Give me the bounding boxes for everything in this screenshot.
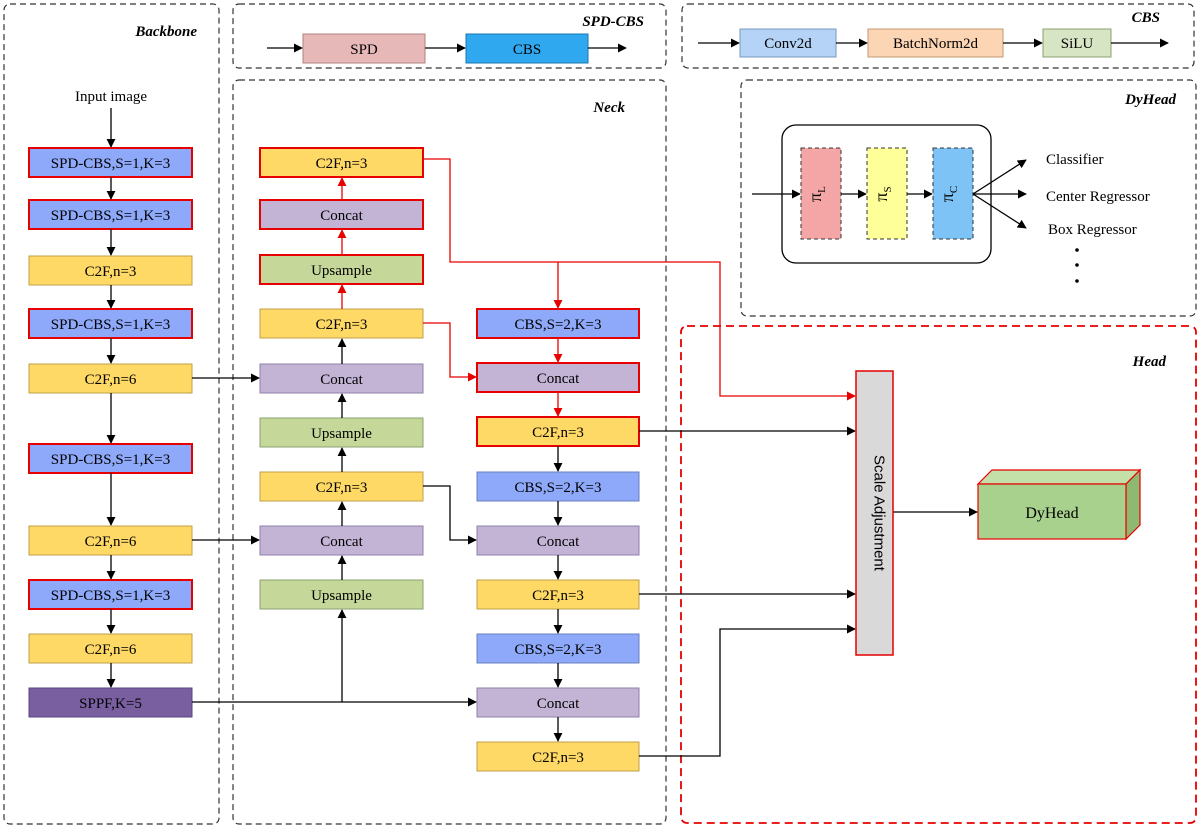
dyhead-output-arrows bbox=[972, 159, 1027, 229]
pi-c-block: πC bbox=[932, 147, 974, 240]
svg-text:BatchNorm2d: BatchNorm2d bbox=[893, 36, 978, 52]
neck-right-cbs-1: CBS,S=2,K=3 bbox=[476, 308, 640, 339]
svg-text:Concat: Concat bbox=[537, 371, 580, 387]
silu-block: SiLU bbox=[1042, 28, 1112, 58]
backbone-section bbox=[3, 3, 220, 825]
svg-text:CBS,S=2,K=3: CBS,S=2,K=3 bbox=[515, 642, 602, 658]
svg-text:Upsample: Upsample bbox=[311, 426, 372, 442]
backbone-block-1: SPD-CBS,S=1,K=3 bbox=[28, 147, 193, 178]
svg-text:SPPF,K=5: SPPF,K=5 bbox=[79, 696, 142, 712]
svg-text:Conv2d: Conv2d bbox=[764, 36, 812, 52]
spd-cbs-title: SPD-CBS bbox=[582, 14, 644, 30]
svg-text:SPD-CBS,S=1,K=3: SPD-CBS,S=1,K=3 bbox=[51, 156, 170, 172]
svg-text:C2F,n=6: C2F,n=6 bbox=[85, 372, 137, 388]
neck-right-c2f-3: C2F,n=3 bbox=[476, 741, 640, 772]
svg-text:Concat: Concat bbox=[320, 372, 363, 388]
svg-text:C2F,n=6: C2F,n=6 bbox=[85, 642, 137, 658]
neck-right-c2f-2: C2F,n=3 bbox=[476, 579, 640, 610]
backbone-title: Backbone bbox=[134, 24, 197, 40]
svg-text:πS: πS bbox=[871, 186, 894, 201]
spd-cbs-block: CBS bbox=[465, 33, 589, 64]
dyhead-section bbox=[740, 79, 1197, 317]
dyhead-3d-block: DyHead bbox=[976, 468, 1142, 541]
box-regressor-label: Box Regressor bbox=[1048, 222, 1137, 238]
svg-text:DyHead: DyHead bbox=[1025, 505, 1078, 522]
neck-red-arrows bbox=[337, 158, 856, 417]
input-image-label: Input image bbox=[75, 89, 147, 105]
svg-text:Concat: Concat bbox=[320, 208, 363, 224]
backbone-block-3: C2F,n=3 bbox=[28, 255, 193, 286]
ellipsis-dots bbox=[1075, 248, 1079, 283]
neck-section bbox=[232, 79, 667, 825]
svg-text:SPD-CBS,S=1,K=3: SPD-CBS,S=1,K=3 bbox=[51, 208, 170, 224]
svg-text:C2F,n=3: C2F,n=3 bbox=[316, 156, 368, 172]
neck-left-upsample-mid: Upsample bbox=[259, 417, 424, 448]
backbone-block-10: SPPF,K=5 bbox=[28, 687, 193, 718]
backbone-block-5: C2F,n=6 bbox=[28, 363, 193, 394]
svg-text:Concat: Concat bbox=[537, 534, 580, 550]
backbone-block-7: C2F,n=6 bbox=[28, 525, 193, 556]
neck-left-concat-mid: Concat bbox=[259, 363, 424, 394]
pi-l-block: πL bbox=[800, 147, 842, 240]
head-section bbox=[680, 325, 1197, 824]
cbs-title: CBS bbox=[1132, 10, 1160, 26]
svg-text:Concat: Concat bbox=[537, 696, 580, 712]
svg-text:CBS,S=2,K=3: CBS,S=2,K=3 bbox=[515, 480, 602, 496]
svg-text:CBS,S=2,K=3: CBS,S=2,K=3 bbox=[515, 317, 602, 333]
neck-right-c2f-1: C2F,n=3 bbox=[476, 416, 640, 447]
neck-left-concat-top: Concat bbox=[259, 199, 424, 230]
svg-text:C2F,n=6: C2F,n=6 bbox=[85, 534, 137, 550]
backbone-block-8: SPD-CBS,S=1,K=3 bbox=[28, 579, 193, 610]
svg-text:C2F,n=3: C2F,n=3 bbox=[85, 264, 137, 280]
neck-right-cbs-2: CBS,S=2,K=3 bbox=[476, 471, 640, 502]
svg-text:C2F,n=3: C2F,n=3 bbox=[316, 317, 368, 333]
neck-left-upsample-low: Upsample bbox=[259, 579, 424, 610]
svg-text:C2F,n=3: C2F,n=3 bbox=[532, 750, 584, 766]
center-regressor-label: Center Regressor bbox=[1046, 189, 1150, 205]
neck-title: Neck bbox=[592, 100, 625, 116]
backbone-block-6: SPD-CBS,S=1,K=3 bbox=[28, 443, 193, 474]
svg-text:CBS: CBS bbox=[513, 42, 541, 58]
conv2d-block: Conv2d bbox=[739, 28, 837, 58]
neck-right-concat-3: Concat bbox=[476, 687, 640, 718]
svg-text:SPD-CBS,S=1,K=3: SPD-CBS,S=1,K=3 bbox=[51, 452, 170, 468]
neck-right-cbs-3: CBS,S=2,K=3 bbox=[476, 633, 640, 664]
neck-left-concat-low: Concat bbox=[259, 525, 424, 556]
backbone-block-9: C2F,n=6 bbox=[28, 633, 193, 664]
svg-text:C2F,n=3: C2F,n=3 bbox=[316, 480, 368, 496]
neck-left-c2f-mid: C2F,n=3 bbox=[259, 308, 424, 339]
batchnorm-block: BatchNorm2d bbox=[867, 28, 1004, 58]
neck-left-c2f-low: C2F,n=3 bbox=[259, 471, 424, 502]
neck-arrows bbox=[192, 338, 978, 757]
svg-text:Upsample: Upsample bbox=[311, 263, 372, 279]
neck-right-concat-2: Concat bbox=[476, 525, 640, 556]
neck-left-upsample-top: Upsample bbox=[259, 254, 424, 285]
pi-s-block: πS bbox=[866, 147, 908, 240]
spd-block: SPD bbox=[302, 33, 426, 64]
svg-text:πL: πL bbox=[805, 186, 828, 202]
svg-text:SPD-CBS,S=1,K=3: SPD-CBS,S=1,K=3 bbox=[51, 588, 170, 604]
classifier-label: Classifier bbox=[1046, 152, 1104, 168]
head-title: Head bbox=[1132, 354, 1167, 370]
neck-left-c2f-top: C2F,n=3 bbox=[259, 147, 424, 178]
neck-right-concat-1: Concat bbox=[476, 362, 640, 393]
dyhead-title: DyHead bbox=[1124, 92, 1176, 108]
svg-text:SPD-CBS,S=1,K=3: SPD-CBS,S=1,K=3 bbox=[51, 317, 170, 333]
svg-text:Upsample: Upsample bbox=[311, 588, 372, 604]
backbone-block-4: SPD-CBS,S=1,K=3 bbox=[28, 308, 193, 339]
svg-text:Scale Adjustment: Scale Adjustment bbox=[871, 455, 888, 572]
scale-adjustment-block: Scale Adjustment bbox=[855, 370, 894, 656]
svg-text:πC: πC bbox=[937, 186, 960, 202]
svg-text:SiLU: SiLU bbox=[1061, 36, 1094, 52]
svg-text:Concat: Concat bbox=[320, 534, 363, 550]
cbs-section bbox=[681, 3, 1195, 69]
svg-text:C2F,n=3: C2F,n=3 bbox=[532, 588, 584, 604]
spd-cbs-section bbox=[232, 3, 667, 69]
svg-text:C2F,n=3: C2F,n=3 bbox=[532, 425, 584, 441]
backbone-block-2: SPD-CBS,S=1,K=3 bbox=[28, 199, 193, 230]
svg-text:SPD: SPD bbox=[350, 42, 378, 58]
